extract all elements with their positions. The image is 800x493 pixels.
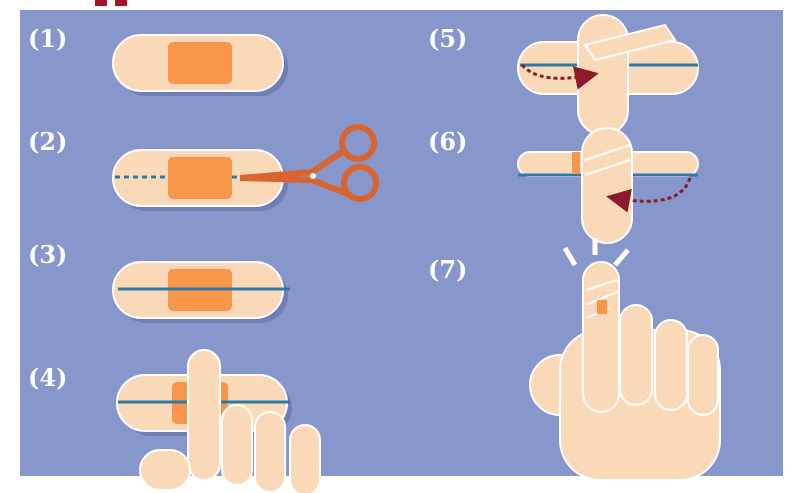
step-2-cut-bandage xyxy=(112,149,288,211)
step-label-6: (6) xyxy=(428,127,468,156)
step-7-bandaged-finger-hand xyxy=(529,238,721,481)
step-label-5: (5) xyxy=(428,24,468,53)
step-label-2: (2) xyxy=(28,127,68,156)
step-label-3: (3) xyxy=(28,240,68,269)
step-label-7: (7) xyxy=(428,255,468,284)
step-6-wrap-second-flap xyxy=(517,127,699,244)
step-5-wrap-first-flap xyxy=(517,14,699,136)
step-1-bandage xyxy=(112,34,288,96)
step-4-finger-on-bandage xyxy=(116,349,321,493)
step-label-1: (1) xyxy=(28,24,68,53)
step-3-bandage-cut xyxy=(112,261,290,323)
step-label-4: (4) xyxy=(28,363,68,392)
title-fragment xyxy=(115,0,127,6)
title-fragment xyxy=(95,0,107,6)
scissors-icon xyxy=(239,124,379,202)
